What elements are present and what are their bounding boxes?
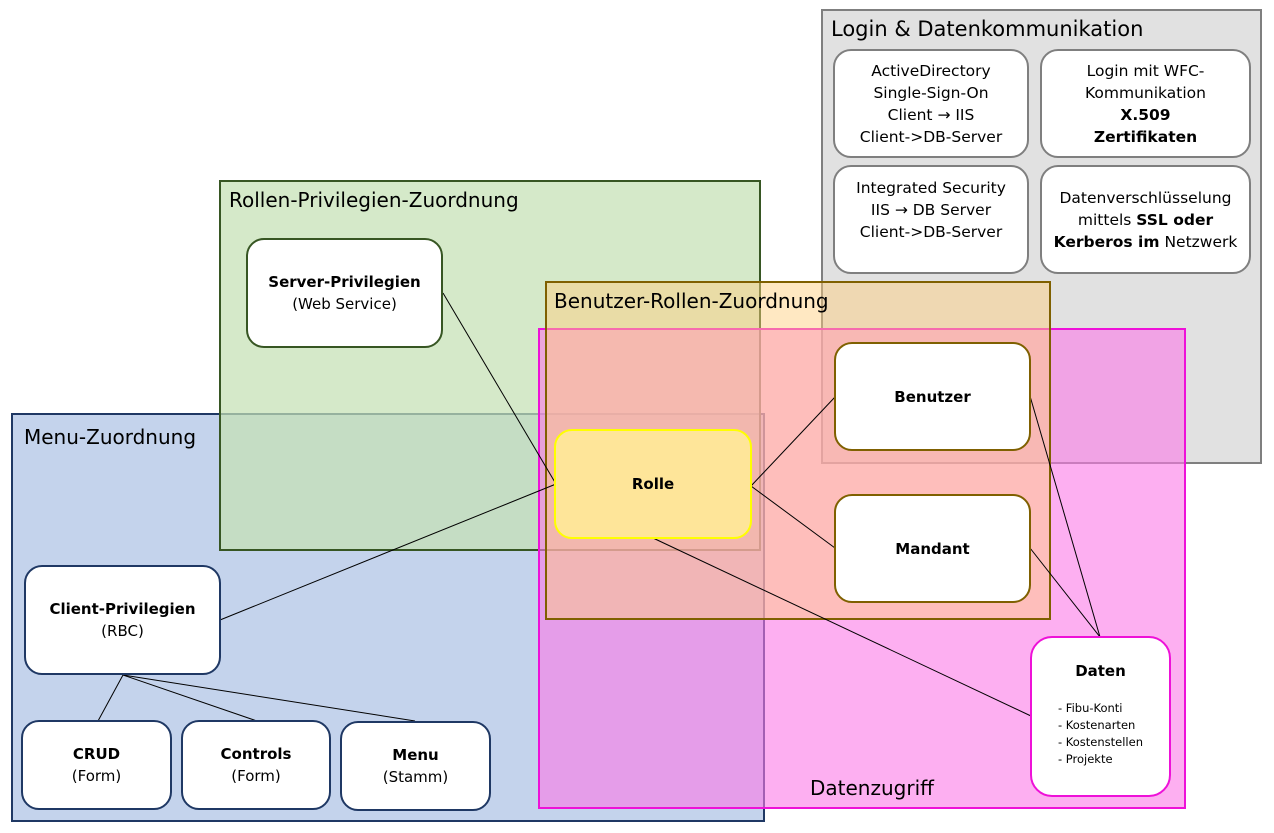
node-subtitle: (Web Service) (292, 295, 397, 313)
node-text: Client->DB-Server (859, 223, 1003, 241)
node-title: Server-Privilegien (268, 273, 421, 291)
group-title: Rollen-Privilegien-Zuordnung (229, 188, 519, 212)
node-title: Client-Privilegien (49, 600, 196, 618)
node-title: Rolle (631, 475, 675, 493)
node-active-directory[interactable]: ActiveDirectory Single-Sign-On Client → … (833, 49, 1029, 158)
node-text-bold: Kerberos im (1053, 232, 1160, 251)
daten-list-item: - Fibu-Konti (1057, 701, 1123, 715)
node-text: IIS → DB Server (870, 201, 992, 219)
node-text: Client → IIS (887, 105, 975, 124)
node-text-bold: X.509 (1120, 105, 1171, 124)
node-mandant[interactable]: Mandant (834, 494, 1031, 603)
node-title: Mandant (895, 539, 970, 558)
group-title: Benutzer-Rollen-Zuordnung (554, 289, 829, 313)
node-daten[interactable]: Daten - Fibu-Konti - Kostenarten - Koste… (1030, 636, 1171, 797)
daten-list-item: - Projekte (1057, 752, 1113, 766)
node-benutzer[interactable]: Benutzer (834, 342, 1031, 451)
node-text: Integrated Security (856, 179, 1006, 197)
group-title: Menu-Zuordnung (24, 425, 197, 449)
node-rolle[interactable]: Rolle (554, 429, 752, 539)
node-menu[interactable]: Menu (Stamm) (340, 721, 491, 811)
node-client-privilegien[interactable]: Client-Privilegien (RBC) (24, 565, 221, 675)
node-integrated-security[interactable]: Integrated Security IIS → DB Server Clie… (833, 165, 1029, 274)
node-title: Controls (220, 745, 292, 763)
node-controls[interactable]: Controls (Form) (181, 720, 331, 810)
node-text: Kommunikation (1085, 83, 1206, 102)
daten-list-item: - Kostenarten (1057, 718, 1136, 732)
node-login-wfc[interactable]: Login mit WFC- Kommunikation X.509 Zerti… (1040, 49, 1251, 158)
node-title: CRUD (72, 745, 121, 763)
node-server-privilegien[interactable]: Server-Privilegien (Web Service) (246, 238, 443, 348)
node-crud[interactable]: CRUD (Form) (21, 720, 172, 810)
node-title: Benutzer (894, 387, 971, 406)
group-title: Datenzugriff (810, 776, 934, 800)
group-title: Login & Datenkommunikation (831, 17, 1144, 41)
node-text: Netzwerk (1159, 232, 1238, 251)
node-subtitle: (Stamm) (382, 768, 449, 786)
daten-list: - Fibu-Konti - Kostenarten - Kostenstell… (1058, 700, 1143, 768)
node-subtitle: (Form) (231, 767, 281, 785)
node-text: Datenverschlüsselung (1059, 188, 1232, 207)
node-text: ActiveDirectory (871, 61, 991, 80)
node-text: Single-Sign-On (873, 83, 989, 102)
node-subtitle: (Form) (71, 767, 122, 785)
node-title: Menu (392, 746, 439, 764)
node-datenverschluesselung[interactable]: Datenverschlüsselung mittels SSL oder Ke… (1040, 165, 1251, 274)
node-text: Client->DB-Server (859, 127, 1003, 146)
node-text-bold: Zertifikaten (1093, 127, 1198, 146)
node-text: mittels (1077, 210, 1137, 229)
node-title: Daten (1075, 662, 1126, 680)
node-text: Login mit WFC- (1086, 61, 1205, 80)
node-text-bold: SSL oder (1136, 210, 1214, 229)
daten-list-item: - Kostenstellen (1057, 735, 1143, 749)
node-subtitle: (RBC) (101, 622, 144, 640)
